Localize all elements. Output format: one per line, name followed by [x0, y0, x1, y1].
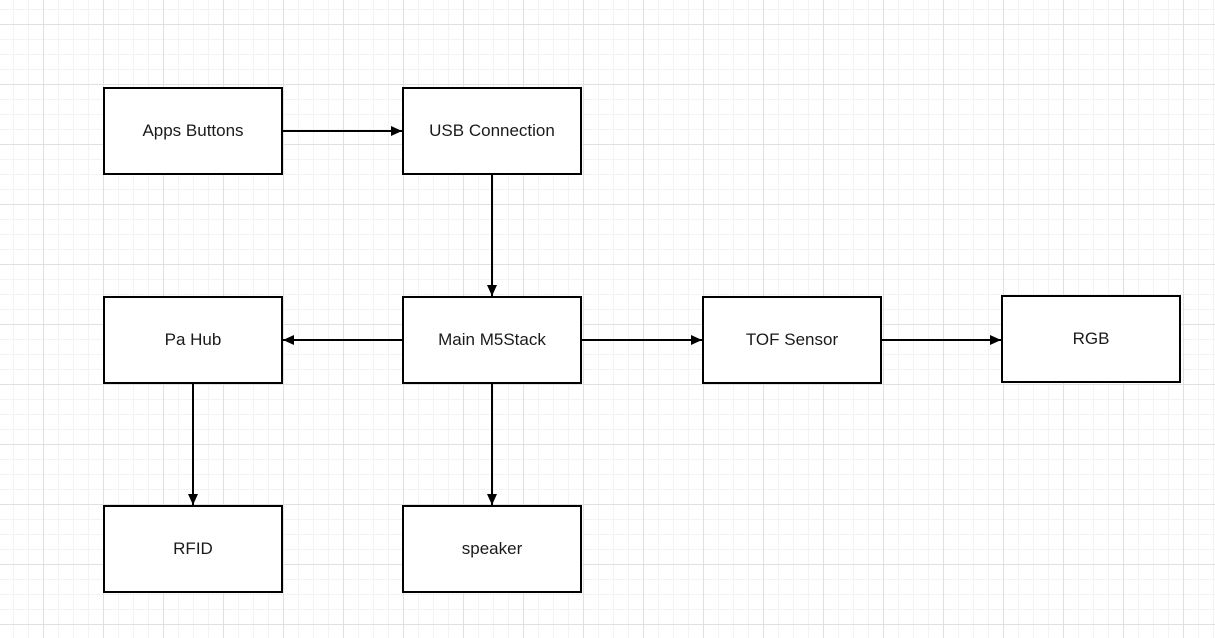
node-speaker[interactable]: speaker — [402, 505, 582, 593]
node-apps-buttons[interactable]: Apps Buttons — [103, 87, 283, 175]
node-label: speaker — [461, 538, 523, 558]
node-label: RFID — [173, 538, 213, 558]
node-main-m5stack[interactable]: Main M5Stack — [402, 296, 582, 384]
node-label: Main M5Stack — [438, 329, 546, 349]
node-tof-sensor[interactable]: TOF Sensor — [702, 296, 882, 384]
node-pa-hub[interactable]: Pa Hub — [103, 296, 283, 384]
node-usb-connection[interactable]: USB Connection — [402, 87, 582, 175]
node-rfid[interactable]: RFID — [103, 505, 283, 593]
node-label: Pa Hub — [164, 329, 222, 349]
node-label: RGB — [1072, 328, 1110, 348]
node-rgb[interactable]: RGB — [1001, 295, 1181, 383]
node-label: Apps Buttons — [142, 120, 244, 140]
node-label: USB Connection — [429, 120, 555, 140]
node-label: TOF Sensor — [745, 329, 839, 349]
